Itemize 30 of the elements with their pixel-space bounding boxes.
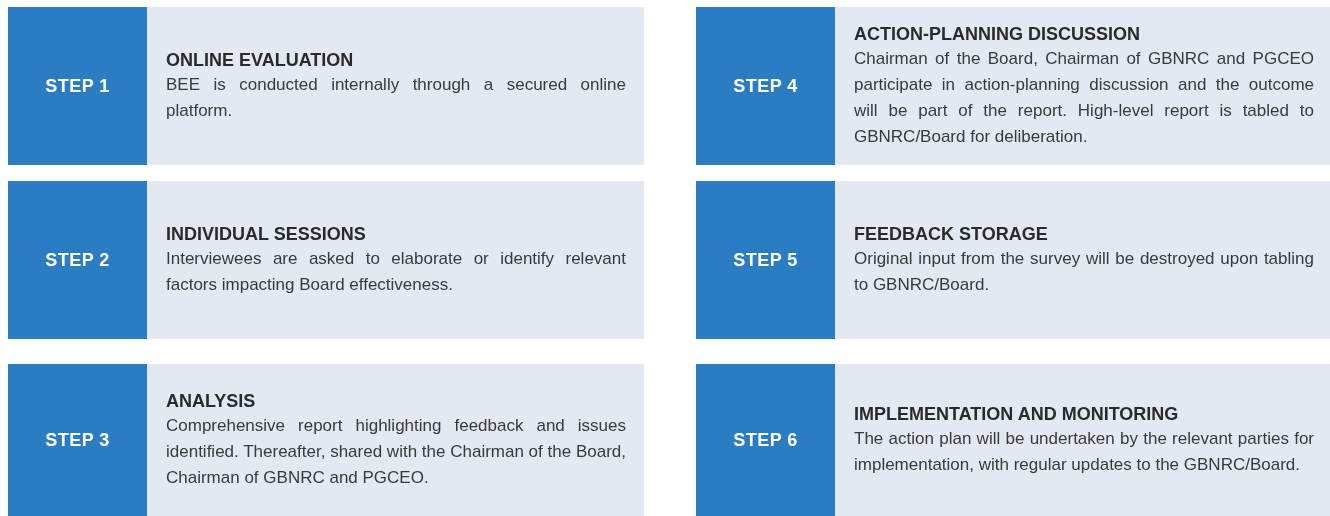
content-card xyxy=(835,181,1330,339)
card-description: Comprehensive report highlighting feedback and issues identified. Thereafter, shared with the Chairman of the Board, Chairman of GBNRC and PGCEO. xyxy=(166,415,626,489)
card-heading: ANALYSIS xyxy=(166,390,257,413)
card-description: The action plan will be undertaken by the relevant parties for implementation, with regular updates to the GBNRC/Board. xyxy=(854,428,1314,476)
step-label: STEP 2 xyxy=(45,248,110,272)
step-label: STEP 3 xyxy=(45,428,110,452)
content-card xyxy=(835,364,1330,516)
card-description: Chairman of the Board, Chairman of GBNRC and PGCEO participate in action-planning discussion and the outcome will be part of the report. High-level report is tabled to GBNRC/Board for deliberation. xyxy=(854,48,1314,148)
step-box xyxy=(696,364,835,516)
content-card xyxy=(835,7,1330,165)
content-card xyxy=(147,181,644,339)
content-card xyxy=(147,364,644,516)
card-heading: FEEDBACK STORAGE xyxy=(854,223,1049,246)
step-box xyxy=(696,7,835,165)
card-heading: INDIVIDUAL SESSIONS xyxy=(166,223,367,246)
card-description: Original input from the survey will be destroyed upon tabling to GBNRC/Board. xyxy=(854,248,1314,296)
step-label: STEP 1 xyxy=(45,74,110,98)
step-box xyxy=(696,181,835,339)
card-heading: IMPLEMENTATION AND MONITORING xyxy=(854,403,1180,426)
card-heading: ONLINE EVALUATION xyxy=(166,49,355,72)
card-description: Interviewees are asked to elaborate or identify relevant factors impacting Board effectiveness. xyxy=(166,248,626,296)
step-box xyxy=(8,7,147,165)
step-label: STEP 5 xyxy=(733,248,798,272)
content-card xyxy=(147,7,644,165)
step-box xyxy=(8,181,147,339)
card-heading: ACTION-PLANNING DISCUSSION xyxy=(854,23,1141,46)
step-label: STEP 6 xyxy=(733,428,798,452)
step-label: STEP 4 xyxy=(733,74,798,98)
card-description: BEE is conducted internally through a secured online platform. xyxy=(166,74,626,122)
step-box xyxy=(8,364,147,516)
